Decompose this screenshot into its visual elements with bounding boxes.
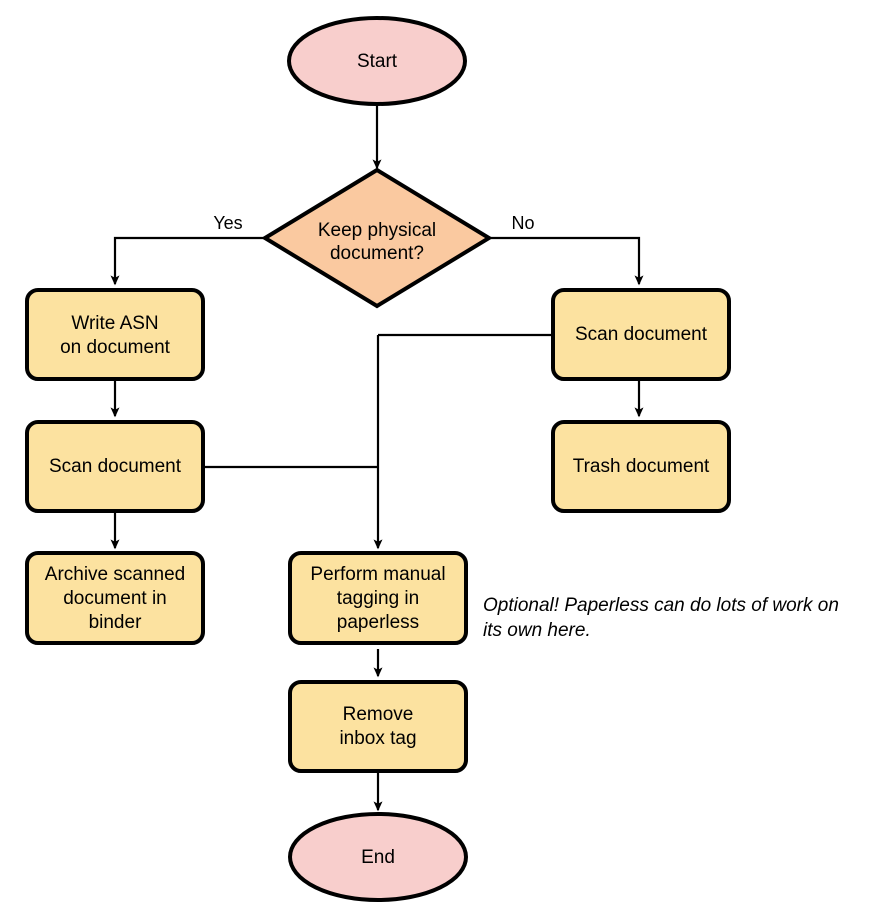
start-label: Start [357, 51, 398, 72]
node-perform-manual-tagging[interactable]: Perform manual tagging in paperless [288, 551, 468, 645]
write-asn-box [25, 288, 205, 381]
archive-label-line1: Archive scanned [45, 564, 185, 585]
node-trash-document[interactable]: Trash document [551, 420, 731, 513]
end-label: End [361, 847, 395, 868]
node-remove-inbox-tag[interactable]: Remove inbox tag [288, 680, 468, 773]
decision-label-line2: document? [330, 243, 424, 264]
annotation-line2: its own here. [483, 620, 591, 641]
trash-document-label: Trash document [573, 456, 710, 477]
archive-label-line3: binder [89, 612, 142, 633]
node-scan-document-left[interactable]: Scan document [25, 420, 205, 513]
scan-document-left-box [25, 420, 205, 513]
tagging-label-line1: Perform manual [310, 564, 445, 585]
decision-diamond [261, 167, 493, 309]
archive-box [25, 551, 205, 645]
annotation-note: Optional! Paperless can do lots of work … [483, 595, 839, 641]
node-scan-document-right[interactable]: Scan document [551, 288, 731, 381]
archive-label-line2: document in [63, 588, 167, 609]
scan-document-right-box [551, 288, 731, 381]
tagging-box [288, 551, 468, 645]
end-ellipse [288, 812, 468, 902]
write-asn-label-line1: Write ASN [71, 313, 158, 334]
tagging-label-line2: tagging in [337, 588, 419, 609]
edge-decision-no-to-scan-right [489, 236, 644, 286]
start-ellipse [287, 16, 467, 106]
remove-inbox-label-line2: inbox tag [339, 728, 416, 749]
tagging-label-line3: paperless [337, 612, 419, 633]
node-decision-keep-physical-document[interactable]: Keep physical document? [261, 167, 493, 309]
trash-document-box [551, 420, 731, 513]
remove-inbox-tag-box [288, 680, 468, 773]
remove-inbox-label-line1: Remove [343, 704, 414, 725]
decision-label-line1: Keep physical [318, 220, 436, 241]
write-asn-label-line2: on document [60, 337, 171, 358]
node-start[interactable]: Start [287, 16, 467, 106]
node-archive-scanned-document[interactable]: Archive scanned document in binder [25, 551, 205, 645]
node-write-asn-on-document[interactable]: Write ASN on document [25, 288, 205, 381]
node-end[interactable]: End [288, 812, 468, 902]
edge-label-yes: Yes [213, 213, 242, 233]
edge-label-no: No [511, 213, 534, 233]
scan-document-right-label: Scan document [575, 324, 708, 345]
scan-document-left-label: Scan document [49, 456, 182, 477]
edge-decision-yes-to-write-asn [110, 236, 265, 286]
annotation-line1: Optional! Paperless can do lots of work … [483, 595, 839, 616]
